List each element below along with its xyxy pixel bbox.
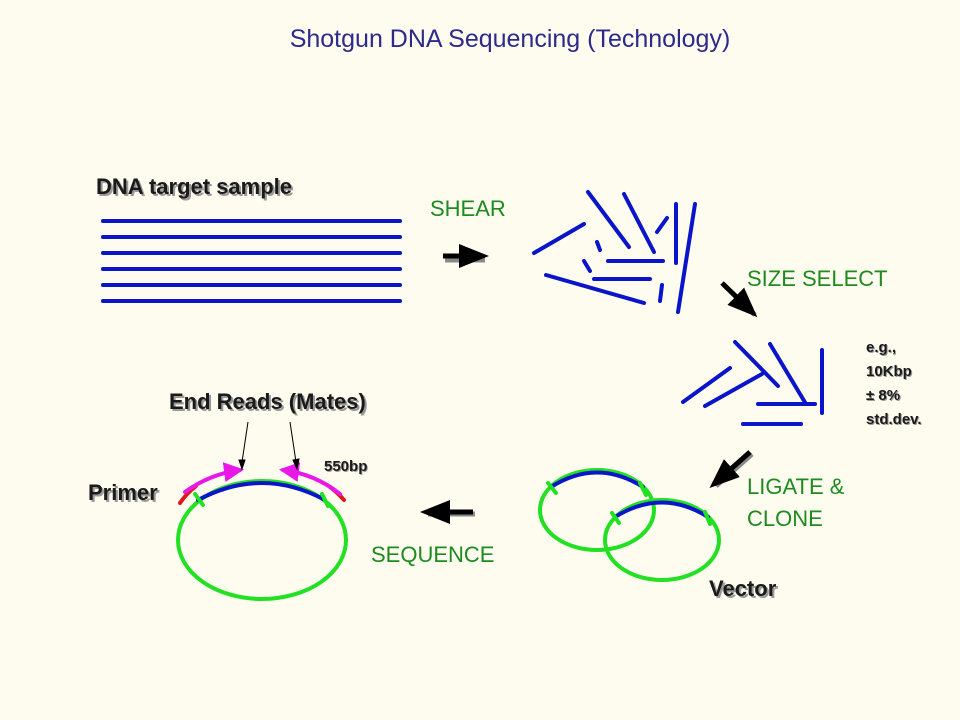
vector-junction bbox=[193, 492, 205, 507]
step-shear: SHEAR bbox=[430, 196, 506, 221]
fragment bbox=[582, 259, 592, 273]
svg-text:DNA target sample: DNA target sample bbox=[98, 176, 294, 201]
svg-text:std.dev.: std.dev. bbox=[867, 412, 923, 429]
svg-text:10Kbp: 10Kbp bbox=[867, 364, 913, 381]
step-sequence: SEQUENCE bbox=[371, 542, 494, 567]
fragment bbox=[733, 340, 780, 388]
svg-text:± 8%: ± 8% bbox=[866, 387, 900, 404]
end-reads-label: End Reads (Mates) End Reads (Mates) bbox=[169, 389, 368, 416]
svg-text:Primer: Primer bbox=[90, 482, 160, 507]
vector-junction bbox=[546, 481, 558, 495]
step-ligate: LIGATE & bbox=[747, 474, 845, 499]
primer-label: Primer Primer bbox=[88, 480, 160, 507]
sequencing-construct bbox=[176, 462, 348, 601]
shear-arrow bbox=[443, 244, 489, 268]
fragment bbox=[532, 222, 586, 255]
svg-text:End Reads (Mates): End Reads (Mates) bbox=[169, 389, 366, 414]
fragment bbox=[622, 192, 656, 254]
svg-text:Vector: Vector bbox=[711, 578, 779, 603]
vector-junction bbox=[610, 511, 621, 525]
fragment bbox=[681, 366, 732, 404]
vector-circle bbox=[538, 468, 656, 552]
svg-text:Vector: Vector bbox=[709, 576, 777, 601]
size-note: e.g., e.g., 10Kbp 10Kbp ± 8% ± 8% std.de… bbox=[866, 339, 923, 429]
step-size-select: SIZE SELECT bbox=[747, 266, 888, 291]
svg-text:DNA target sample: DNA target sample bbox=[96, 174, 292, 199]
fragment bbox=[595, 240, 602, 252]
fragment bbox=[655, 216, 669, 234]
svg-text:550bp: 550bp bbox=[324, 458, 367, 475]
dna-target-label: DNA target sample DNA target sample bbox=[96, 174, 294, 201]
svg-text:std.dev.: std.dev. bbox=[866, 411, 922, 428]
vector-insert bbox=[613, 500, 710, 519]
insert-segment bbox=[196, 481, 327, 502]
sequence-arrow bbox=[420, 500, 475, 524]
fragment bbox=[768, 342, 808, 406]
svg-text:End Reads (Mates): End Reads (Mates) bbox=[171, 391, 368, 416]
cloned-vectors bbox=[538, 468, 721, 582]
vector-label: Vector Vector bbox=[709, 576, 779, 603]
dna-strands bbox=[101, 219, 402, 303]
sheared-fragments bbox=[532, 190, 697, 314]
svg-text:10Kbp: 10Kbp bbox=[866, 363, 912, 380]
fragment bbox=[544, 273, 646, 305]
svg-text:± 8%: ± 8% bbox=[867, 388, 901, 405]
vector-junction bbox=[703, 510, 712, 526]
step-clone: CLONE bbox=[747, 506, 823, 531]
svg-text:Primer: Primer bbox=[88, 480, 158, 505]
fragment bbox=[676, 202, 697, 314]
svg-text:e.g.,: e.g., bbox=[866, 339, 896, 356]
fragment bbox=[658, 283, 664, 303]
vector-circle bbox=[603, 498, 721, 582]
svg-text:550bp: 550bp bbox=[325, 459, 368, 476]
size-select-arrow bbox=[720, 281, 758, 318]
vector-junction bbox=[638, 481, 648, 497]
size-selected-fragments bbox=[681, 340, 824, 426]
vector-junction bbox=[320, 492, 330, 508]
vector-insert bbox=[549, 470, 645, 489]
end-read-pointers bbox=[238, 421, 300, 471]
end-read-right bbox=[279, 462, 342, 496]
end-read-left bbox=[183, 462, 244, 494]
read-length-label: 550bp 550bp bbox=[324, 458, 368, 476]
ligate-arrow bbox=[709, 450, 754, 488]
fragment bbox=[586, 190, 631, 249]
fragment bbox=[703, 372, 764, 408]
page-title: Shotgun DNA Sequencing (Technology) bbox=[290, 25, 731, 53]
svg-text:e.g.,: e.g., bbox=[867, 340, 897, 357]
